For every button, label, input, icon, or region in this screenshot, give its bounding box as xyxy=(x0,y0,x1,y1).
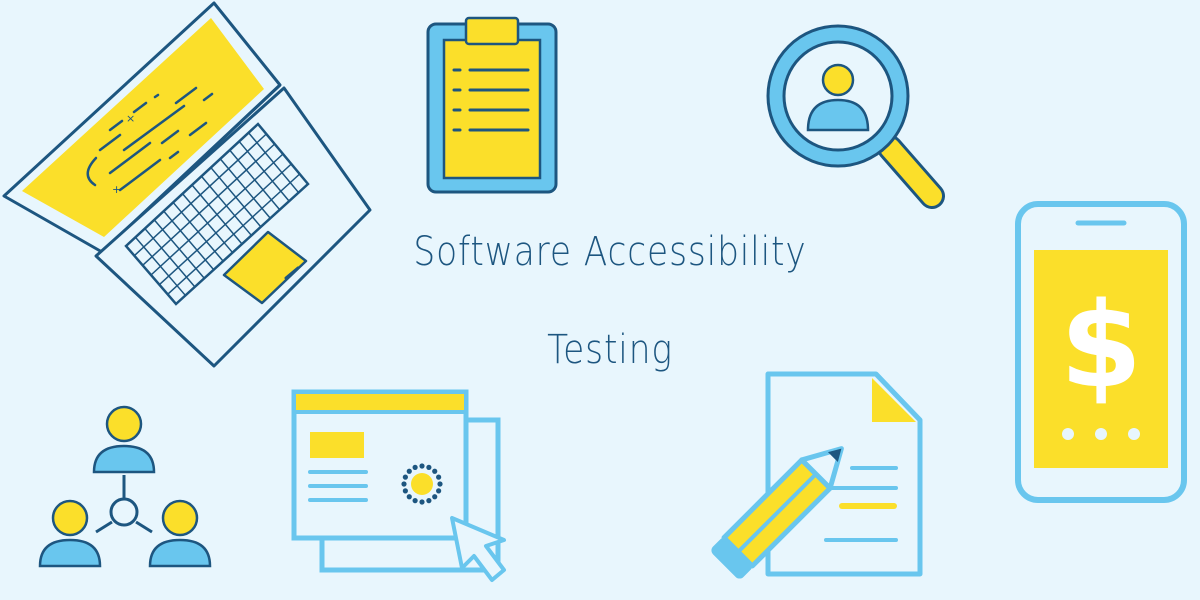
smartphone-dollar-icon xyxy=(1015,201,1187,503)
magnifier-user-icon xyxy=(766,24,945,209)
page-title-line-2: Testing xyxy=(547,327,673,373)
clipboard-icon xyxy=(426,16,558,194)
svg-text:×: × xyxy=(126,112,135,125)
laptop-icon: × + xyxy=(2,1,372,368)
page-title-line-1: Software Accessibility xyxy=(413,229,807,275)
svg-text:+: + xyxy=(112,183,121,196)
currency-symbol: $ xyxy=(1060,276,1142,414)
user-network-icon xyxy=(38,405,212,568)
browser-window-cursor-icon xyxy=(291,389,506,582)
document-pencil-icon xyxy=(711,371,923,579)
